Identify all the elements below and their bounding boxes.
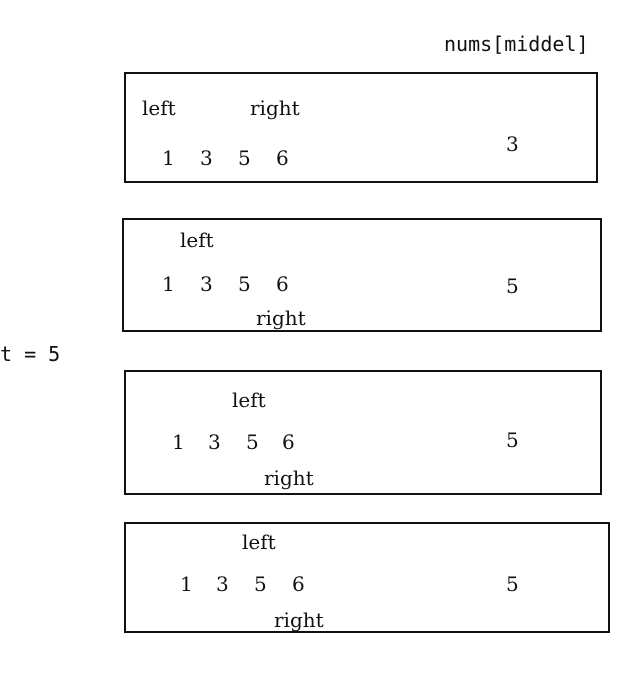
left-pointer-label: left	[180, 228, 214, 252]
nums-array: 1 3 5 6	[180, 572, 330, 596]
num-item: 1	[162, 272, 175, 296]
panel-step-1: left right 1 3 5 6 3	[124, 72, 598, 183]
num-item: 6	[282, 430, 295, 454]
num-item: 3	[200, 146, 213, 170]
panel-step-3: left 1 3 5 6 5 right	[124, 370, 602, 495]
left-pointer-label: left	[232, 388, 266, 412]
num-item: 1	[162, 146, 175, 170]
num-item: 3	[216, 572, 229, 596]
num-item: 1	[172, 430, 185, 454]
middle-value: 5	[506, 572, 519, 596]
num-item: 3	[200, 272, 213, 296]
num-item: 5	[254, 572, 267, 596]
target-label: t = 5	[0, 342, 61, 366]
num-item: 3	[208, 430, 221, 454]
nums-array: 1 3 5 6	[162, 272, 312, 296]
left-pointer-label: left	[242, 530, 276, 554]
num-item: 1	[180, 572, 193, 596]
num-item: 6	[292, 572, 305, 596]
panel-step-4: left 1 3 5 6 5 right	[124, 522, 610, 633]
num-item: 6	[276, 272, 289, 296]
column-header-nums-middle: nums[middel]	[444, 32, 589, 56]
nums-array: 1 3 5 6	[172, 430, 322, 454]
left-pointer-label: left	[142, 96, 176, 120]
panel-step-2: left 1 3 5 6 5 right	[122, 218, 602, 332]
num-item: 5	[246, 430, 259, 454]
middle-value: 5	[506, 274, 519, 298]
right-pointer-label: right	[264, 466, 314, 490]
right-pointer-label: right	[250, 96, 300, 120]
num-item: 5	[238, 272, 251, 296]
middle-value: 5	[506, 428, 519, 452]
num-item: 5	[238, 146, 251, 170]
nums-array: 1 3 5 6	[162, 146, 312, 170]
middle-value: 3	[506, 132, 519, 156]
right-pointer-label: right	[274, 608, 324, 632]
num-item: 6	[276, 146, 289, 170]
right-pointer-label: right	[256, 306, 306, 330]
